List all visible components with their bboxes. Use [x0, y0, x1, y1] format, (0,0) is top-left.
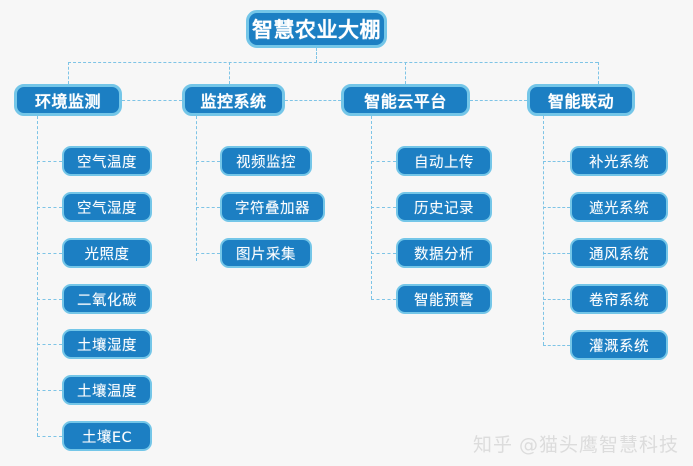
watermark-handle: @猫头鹰智慧科技 [518, 434, 679, 456]
node-leaf-illuminance[interactable]: 光照度 [62, 238, 152, 268]
connector-l2-link-3 [470, 100, 527, 101]
node-leaf-soil-humidity[interactable]: 土壤湿度 [62, 329, 152, 359]
connector-trunk-col1 [37, 116, 38, 436]
node-leaf-soil-ec[interactable]: 土壤EC [62, 421, 152, 451]
node-leaf-air-humidity[interactable]: 空气湿度 [62, 192, 152, 222]
connector-level2-bus [68, 62, 598, 63]
node-branch-smart-linkage[interactable]: 智能联动 [527, 84, 635, 116]
connector-stub-col1-2 [37, 207, 62, 208]
connector-stub-col4-3 [543, 253, 570, 254]
node-leaf-shading-system[interactable]: 遮光系统 [570, 192, 668, 222]
connector-root-drop [316, 48, 317, 63]
watermark: 知乎 @猫头鹰智慧科技 [473, 430, 679, 457]
connector-stub-col3-3 [371, 253, 396, 254]
node-leaf-carbon-dioxide[interactable]: 二氧化碳 [62, 284, 152, 314]
connector-stub-col4-1 [543, 161, 570, 162]
connector-stub-col4-2 [543, 207, 570, 208]
node-root[interactable]: 智慧农业大棚 [246, 10, 387, 48]
node-leaf-image-capture[interactable]: 图片采集 [220, 238, 312, 268]
connector-stub-col1-6 [37, 390, 62, 391]
connector-stub-col4-5 [543, 345, 570, 346]
node-leaf-irrigation-system[interactable]: 灌溉系统 [570, 330, 668, 360]
node-leaf-data-analysis[interactable]: 数据分析 [396, 238, 492, 268]
node-branch-cloud-platform[interactable]: 智能云平台 [341, 84, 470, 116]
node-leaf-soil-temperature[interactable]: 土壤温度 [62, 375, 152, 405]
node-leaf-supplemental-lighting-system[interactable]: 补光系统 [570, 146, 668, 176]
connector-stub-col3-1 [371, 161, 396, 162]
node-leaf-smart-alert[interactable]: 智能预警 [396, 284, 492, 314]
connector-branch-drop-1 [68, 62, 69, 84]
node-branch-surveillance-system[interactable]: 监控系统 [182, 84, 285, 116]
connector-stub-col2-1 [196, 161, 220, 162]
connector-stub-col1-5 [37, 344, 62, 345]
connector-stub-col3-4 [371, 299, 396, 300]
connector-l2-link-1 [122, 100, 182, 101]
node-leaf-character-overlay[interactable]: 字符叠加器 [220, 192, 325, 222]
node-leaf-video-surveillance[interactable]: 视频监控 [220, 146, 312, 176]
node-leaf-ventilation-system[interactable]: 通风系统 [570, 238, 668, 268]
connector-stub-col1-7 [37, 436, 62, 437]
connector-stub-col2-3 [196, 253, 220, 254]
connector-stub-col2-2 [196, 207, 220, 208]
node-leaf-auto-upload[interactable]: 自动上传 [396, 146, 492, 176]
node-leaf-rolling-curtain-system[interactable]: 卷帘系统 [570, 284, 668, 314]
node-leaf-air-temperature[interactable]: 空气温度 [62, 146, 152, 176]
connector-stub-col3-2 [371, 207, 396, 208]
connector-stub-col1-3 [37, 253, 62, 254]
connector-stub-col4-4 [543, 299, 570, 300]
node-branch-environment-monitoring[interactable]: 环境监测 [14, 84, 122, 116]
connector-trunk-col4 [543, 116, 544, 345]
connector-branch-drop-2 [229, 62, 230, 84]
node-leaf-history-record[interactable]: 历史记录 [396, 192, 492, 222]
connector-branch-drop-4 [598, 62, 599, 84]
connector-stub-col1-1 [37, 161, 62, 162]
connector-stub-col1-4 [37, 299, 62, 300]
connector-branch-drop-3 [405, 62, 406, 84]
connector-trunk-col2 [196, 116, 197, 261]
watermark-platform: 知乎 [472, 434, 513, 456]
connector-trunk-col3 [371, 116, 372, 299]
connector-l2-link-2 [285, 100, 341, 101]
